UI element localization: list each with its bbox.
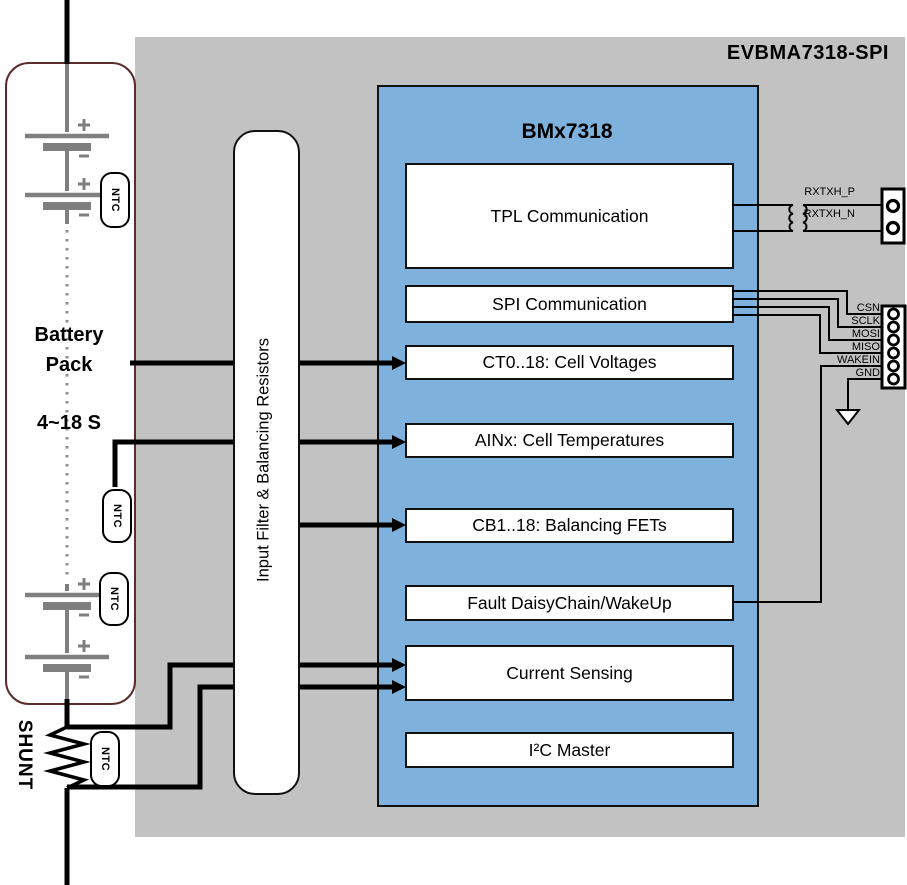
block-i2c-master: I²C Master	[405, 732, 734, 768]
filter-label: Input Filter & Balancing Resistors	[254, 338, 273, 582]
ntc-badge-label: NTC	[107, 586, 120, 612]
block-balancing-fets: CB1..18: Balancing FETs	[405, 508, 734, 543]
battery-pack-label: Battery Pack	[5, 320, 133, 380]
chip-title: BMx7318	[521, 120, 613, 143]
ntc-badge-label: NTC	[110, 503, 123, 529]
block-tpl-communication: TPL Communication	[405, 163, 734, 269]
block-spi-communication: SPI Communication	[405, 285, 734, 323]
block-cell-voltages: CT0..18: Cell Voltages	[405, 345, 734, 380]
pin-label-rxtxh-p: RXTXH_P	[804, 186, 855, 198]
battery-pack-label-line2: Pack	[45, 354, 93, 376]
ntc-badge-2: NTC	[102, 489, 132, 543]
pin-label-csn: CSN	[856, 302, 880, 314]
ntc-badge-3: NTC	[99, 572, 129, 626]
block-label: CB1..18: Balancing FETs	[472, 515, 667, 535]
block-fault-daisychain: Fault DaisyChain/WakeUp	[405, 585, 734, 621]
battery-pack-label-line1: Battery	[34, 324, 104, 346]
block-label: AINx: Cell Temperatures	[474, 430, 665, 450]
block-current-sensing: Current Sensing	[405, 645, 734, 701]
shunt-resistor-icon	[43, 725, 91, 885]
block-cell-temperatures: AINx: Cell Temperatures	[405, 423, 734, 458]
block-label: TPL Communication	[490, 205, 649, 226]
pin-label-rxtxh-n: RXTXH_N	[803, 208, 855, 220]
pin-label-wakein: WAKEIN	[837, 354, 880, 366]
block-label: I²C Master	[528, 739, 611, 760]
block-label: CT0..18: Cell Voltages	[482, 352, 657, 372]
ntc-badge-label: NTC	[98, 746, 111, 772]
pin-label-mosi: MOSI	[851, 328, 880, 340]
block-label: Current Sensing	[506, 662, 633, 683]
shunt-label: SHUNT	[14, 719, 35, 791]
pin-label-miso: MISO	[851, 341, 880, 353]
pin-label-sclk: SCLK	[851, 315, 880, 327]
ntc-badge-shunt: NTC	[90, 731, 120, 787]
block-label: SPI Communication	[492, 293, 647, 314]
battery-cell-count-label: 4~18 S	[37, 412, 101, 434]
filter-box	[233, 130, 300, 795]
board-title: EVBMA7318-SPI	[726, 42, 889, 64]
pin-label-gnd: GND	[855, 367, 880, 379]
ntc-badge-1: NTC	[100, 172, 130, 228]
block-label: Fault DaisyChain/WakeUp	[467, 592, 672, 613]
ntc-badge-label: NTC	[108, 187, 121, 213]
